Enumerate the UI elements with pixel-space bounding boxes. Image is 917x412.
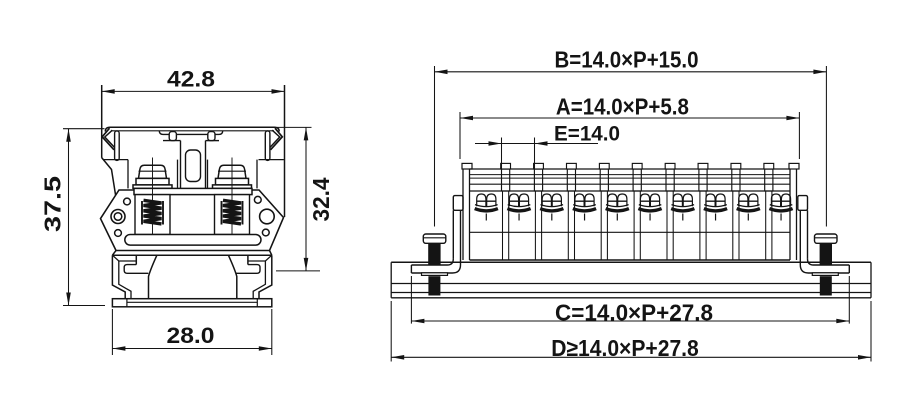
- svg-text:D≥14.0×P+27.8: D≥14.0×P+27.8: [551, 335, 699, 361]
- svg-text:37.5: 37.5: [40, 176, 66, 232]
- svg-text:C=14.0×P+27.8: C=14.0×P+27.8: [555, 299, 713, 325]
- svg-text:28.0: 28.0: [167, 323, 215, 348]
- svg-text:E=14.0: E=14.0: [554, 121, 620, 145]
- svg-text:42.8: 42.8: [167, 66, 215, 91]
- svg-text:32.4: 32.4: [308, 178, 334, 222]
- svg-text:B=14.0×P+15.0: B=14.0×P+15.0: [555, 46, 699, 72]
- svg-text:A=14.0×P+5.8: A=14.0×P+5.8: [556, 93, 689, 119]
